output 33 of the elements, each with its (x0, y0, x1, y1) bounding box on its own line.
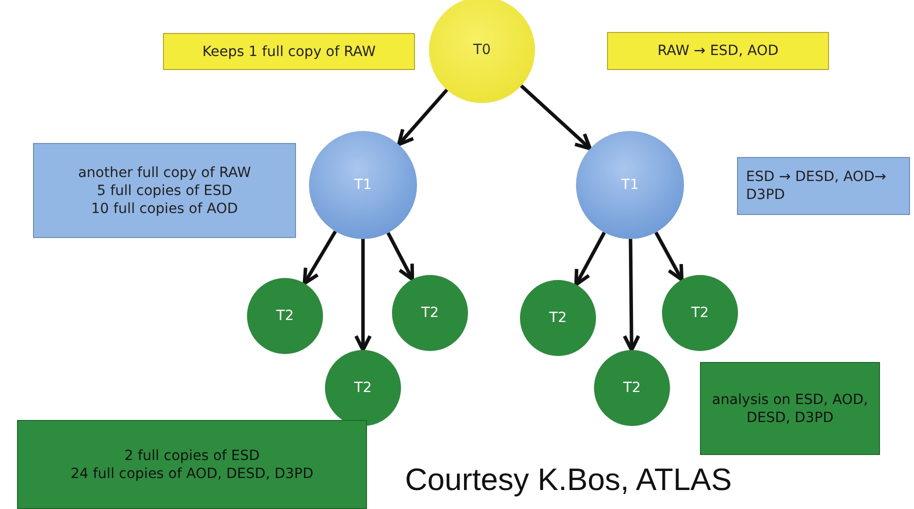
tier-label: T2 (276, 307, 294, 325)
note-text: 5 full copies of ESD (96, 182, 232, 200)
arrow (654, 232, 684, 282)
note-text: RAW → ESD, AOD (658, 42, 778, 60)
tier-label: T2 (549, 309, 567, 327)
credit-text: Courtesy K.Bos, ATLAS (405, 462, 732, 498)
arrow (386, 232, 414, 282)
tier-label: T2 (623, 379, 641, 397)
note-text: another full copy of RAW (78, 164, 251, 182)
note-box (163, 33, 415, 70)
note-box (700, 362, 880, 455)
note-text: 2 full copies of ESD (124, 446, 260, 464)
note-text: 10 full copies of AOD (91, 200, 238, 218)
tier-label: T1 (354, 176, 372, 194)
note-text: analysis on ESD, AOD, DESD, D3PD (710, 390, 870, 426)
note-text: Keeps 1 full copy of RAW (202, 42, 376, 60)
note-box (607, 32, 829, 70)
tier-label: T2 (421, 304, 439, 322)
note-text: ESD → DESD, AOD→ D3PD (746, 168, 888, 204)
tier-label: T2 (691, 304, 709, 322)
arrow (574, 232, 606, 286)
note-text: 24 full copies of AOD, DESD, D3PD (70, 464, 314, 482)
arrow (302, 230, 337, 286)
note-box (17, 420, 367, 509)
arrow (520, 84, 592, 150)
arrow (396, 88, 448, 146)
note-box (33, 143, 296, 238)
tier-label: T0 (473, 41, 491, 59)
arrow (622, 238, 640, 352)
tier-label: T2 (354, 379, 372, 397)
note-box (737, 157, 910, 215)
tier-label: T1 (621, 176, 639, 194)
arrow (354, 239, 372, 352)
